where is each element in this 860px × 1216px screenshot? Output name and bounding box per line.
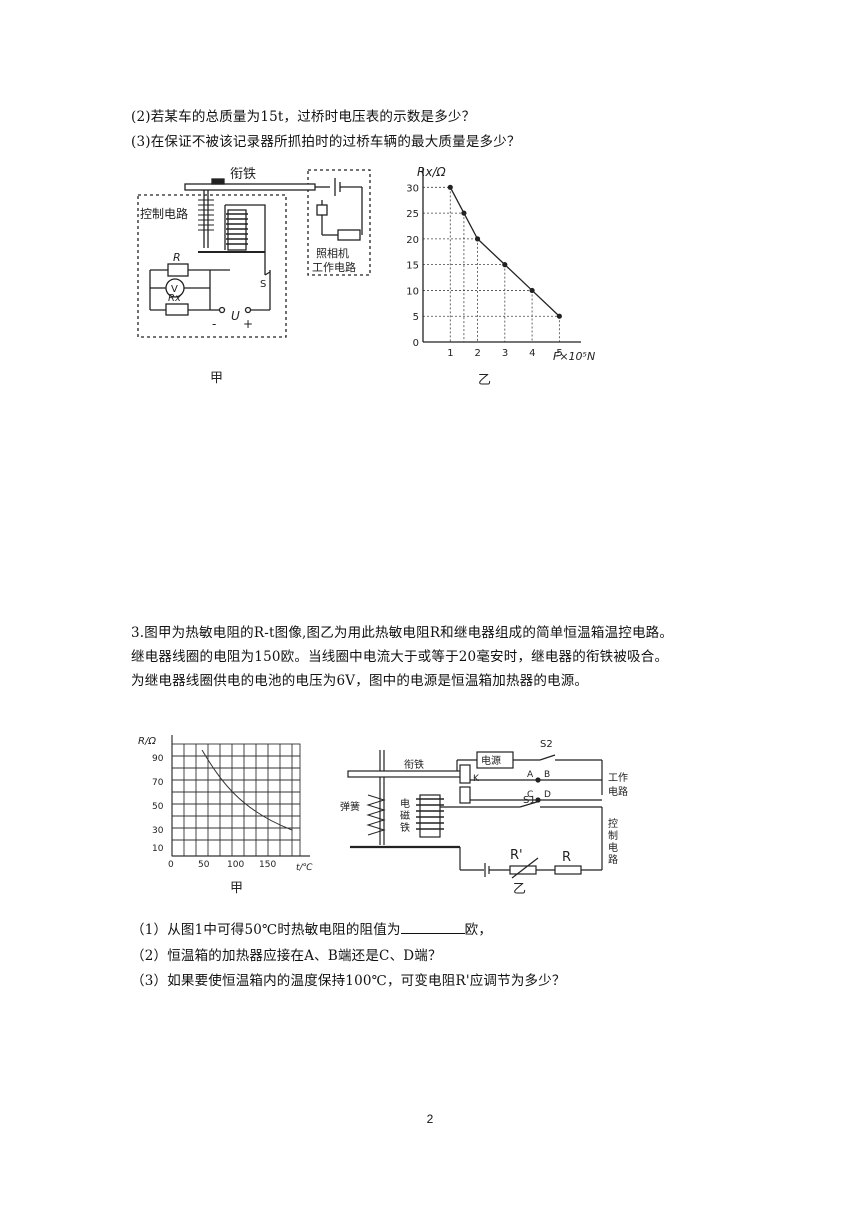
camera-circuit-box [307,169,371,276]
y-tick-label: 30 [406,183,419,194]
rt-xtick-50: 50 [198,860,210,870]
y-tick-label: 15 [406,261,419,272]
x-tick-label: 1 [447,348,453,359]
rt-curve [201,749,293,831]
rt-y-axis-label: R/Ω [138,736,156,747]
x-axis-label: F×10⁵N [553,350,595,363]
x-tick-label: 2 [475,348,481,359]
camera-label-2: 工作电路 [312,261,356,274]
q3-paragraph-2: 继电器线圈的电阻为150欧。当线圈中电流大于或等于20毫安时，继电器的衔铁被吸合… [131,649,669,665]
s1-label: S1 [523,795,536,806]
rt-ytick-10: 10 [152,844,164,854]
rt-ytick-50: 50 [152,802,164,812]
variable-resistor-label: R' [510,848,523,863]
control-label-1: 控 [140,207,152,221]
thermostat-circuit-figure: 电源 S2 A B C D 工作 电路 衔铁 K 弹簧 电 磁 铁 S1 控 制… [340,739,628,897]
control-label-4: 路 [176,206,188,221]
rx-curve [449,187,560,317]
q3-sub-1-text: （1）从图1中可得50℃时热敏电阻的阻值为 [131,922,401,938]
q3-paragraph-3: 为继电器线圈供电的电池的电压为6V，图中的电源是恒温箱加热器的电源。 [131,673,589,689]
armature-bar [184,183,316,191]
contact-k: K [473,774,480,784]
q3-sub-3: （3）如果要使恒温箱内的温度保持100℃，可变电阻R'应调节为多少？ [131,973,566,989]
voltmeter-label: V [171,284,178,295]
figure-caption-yi: 乙 [478,373,491,388]
armature-label: 衔铁 [230,167,256,182]
voltage-u-label: U [231,309,240,323]
work-circuit-label-1: 工作 [608,772,628,784]
armature-label-2: 衔铁 [404,758,424,771]
camera-label-1: 照相机 [316,246,349,260]
y-tick-label: 25 [406,209,419,220]
spring-label: 弹簧 [340,800,360,813]
magnet-label-3: 铁 [400,821,410,834]
data-point [447,184,453,190]
switch-s-label: S [260,279,266,290]
answer-blank[interactable] [400,921,465,934]
resistor-r-label: R [562,850,571,865]
control-label-2: 制 [152,207,164,221]
rt-xtick-150: 150 [259,860,276,870]
figure-caption-jia: 甲 [210,371,223,386]
s2-label: S2 [540,739,553,750]
data-point [556,313,562,319]
control-circuit-label-4: 路 [608,853,618,866]
rt-ytick-70: 70 [152,778,164,788]
resistance-temperature-chart: R/Ω 90 70 50 30 10 0 50 100 150 t/℃ 甲 [138,735,314,896]
rt-xtick-100: 100 [227,860,244,870]
x-tick-label: 4 [529,348,535,359]
y-tick-label: 0 [413,338,419,349]
control-circuit-label-1: 控 [608,817,618,830]
q2-part3: (3)在保证不被该记录器所抓拍时的过桥车辆的最大质量是多少？ [131,134,521,150]
y-axis-label: Rx/Ω [417,165,446,179]
rt-x-axis-label: t/℃ [296,863,314,873]
r-label: R [173,251,181,264]
q3-sub-2: （2）恒温箱的加热器应接在A、B端还是C、D端？ [131,948,442,964]
terminal-c: C [527,790,533,800]
terminal-b: B [544,770,550,780]
q3-paragraph-1: 3.图甲为热敏电阻的R-t图像,图乙为用此热敏电阻R和继电器组成的简单恒温箱温控… [131,625,674,641]
data-point [529,287,535,294]
data-point [461,210,467,216]
control-circuit-label-3: 电 [608,841,618,854]
control-circuit-box [137,194,287,338]
y-tick-label: 20 [406,235,419,246]
data-point [474,236,481,242]
data-point [502,262,508,268]
control-circuit-label-2: 制 [608,829,618,842]
magnet-label-1: 电 [400,797,410,810]
q2-part2: (2)若某车的总质量为15t，过桥时电压表的示数是多少？ [131,109,476,125]
rt-ytick-90: 90 [152,754,164,764]
q3-sub-1: （1）从图1中可得50℃时热敏电阻的阻值为 欧， [131,918,492,938]
y-tick-label: 5 [413,312,419,323]
rt-ytick-30: 30 [152,826,164,836]
terminal-d: D [544,790,551,800]
control-label-3: 电 [164,207,176,221]
figure-caption-jia-2: 甲 [230,881,243,896]
relay-circuit-figure-1: 衔铁 控 制 电 路 R V Rx S - U + 照相机 工作电路 甲 [137,167,371,386]
rt-xtick-0: 0 [168,860,174,870]
rx-label: Rx [168,293,181,304]
magnet-label-2: 磁 [400,809,410,822]
terminal-a: A [527,770,534,780]
figure-caption-yi-2: 乙 [513,882,526,897]
x-tick-label: 3 [502,348,508,359]
power-label: 电源 [481,754,501,767]
plus-terminal: + [243,317,253,331]
minus-terminal: - [212,317,216,331]
x-tick-label: 5 [556,348,562,359]
q3-sub-1-unit: 欧， [464,922,493,938]
work-circuit-label-2: 电路 [608,785,628,798]
y-tick-label: 10 [406,286,419,297]
page-number: 2 [426,1112,434,1126]
rx-force-chart: 1 2 3 4 5 0 5 10 15 20 25 30 Rx/Ω F×10⁵N 乙 [406,165,595,388]
